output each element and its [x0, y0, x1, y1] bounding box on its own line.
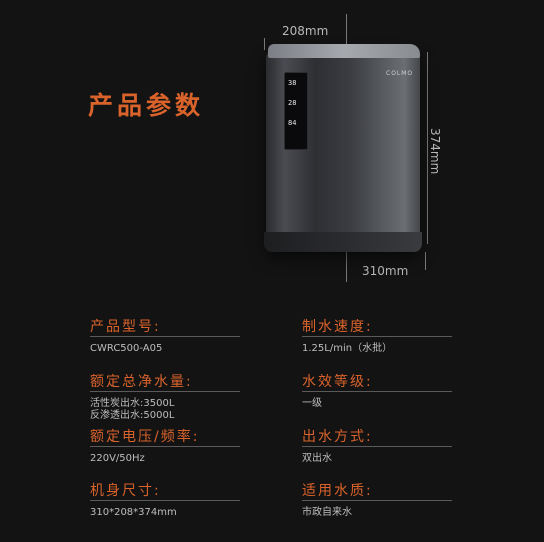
spec-divider	[90, 336, 240, 337]
spec-label: 制水速度:	[302, 319, 373, 335]
depth-tick-right	[425, 252, 426, 270]
spec-divider	[302, 391, 452, 392]
depth-dimension: 310mm	[362, 264, 409, 278]
display-reading-3: 84	[288, 119, 297, 127]
water-purifier-image: 38 28 84 COLMO	[262, 40, 432, 260]
width-tick-right	[346, 14, 347, 50]
spec-label: 额定总净水量:	[90, 374, 193, 390]
spec-value: 双出水	[302, 453, 332, 464]
depth-tick-left	[346, 252, 347, 282]
spec-divider	[302, 500, 452, 501]
spec-label: 产品型号:	[90, 319, 161, 335]
display-reading-2: 28	[288, 99, 297, 107]
width-tick-left	[264, 38, 265, 50]
spec-divider	[90, 446, 240, 447]
page-title: 产品参数	[88, 91, 205, 120]
height-dimension-line	[427, 52, 428, 244]
spec-value: 1.25L/min（水批）	[302, 343, 393, 354]
width-dimension: 208mm	[282, 24, 329, 38]
spec-value: 220V/50Hz	[90, 453, 145, 464]
spec-divider	[90, 500, 240, 501]
spec-label: 额定电压/频率:	[90, 429, 200, 445]
spec-label: 适用水质:	[302, 483, 373, 499]
spec-value: 反渗透出水:5000L	[90, 410, 175, 421]
brand-logo: COLMO	[386, 70, 414, 77]
spec-value: 310*208*374mm	[90, 507, 177, 518]
spec-value: 活性炭出水:3500L	[90, 398, 175, 409]
spec-value: CWRC500-A05	[90, 343, 163, 354]
display-reading-1: 38	[288, 79, 297, 87]
spec-divider	[302, 446, 452, 447]
purifier-top	[268, 44, 420, 58]
spec-value: 市政自来水	[302, 507, 352, 518]
spec-divider	[90, 391, 240, 392]
spec-divider	[302, 336, 452, 337]
spec-label: 水效等级:	[302, 374, 373, 390]
spec-label: 机身尺寸:	[90, 483, 161, 499]
spec-label: 出水方式:	[302, 429, 373, 445]
spec-value: 一级	[302, 398, 322, 409]
purifier-base	[264, 232, 422, 252]
display-panel: 38 28 84	[284, 72, 308, 150]
